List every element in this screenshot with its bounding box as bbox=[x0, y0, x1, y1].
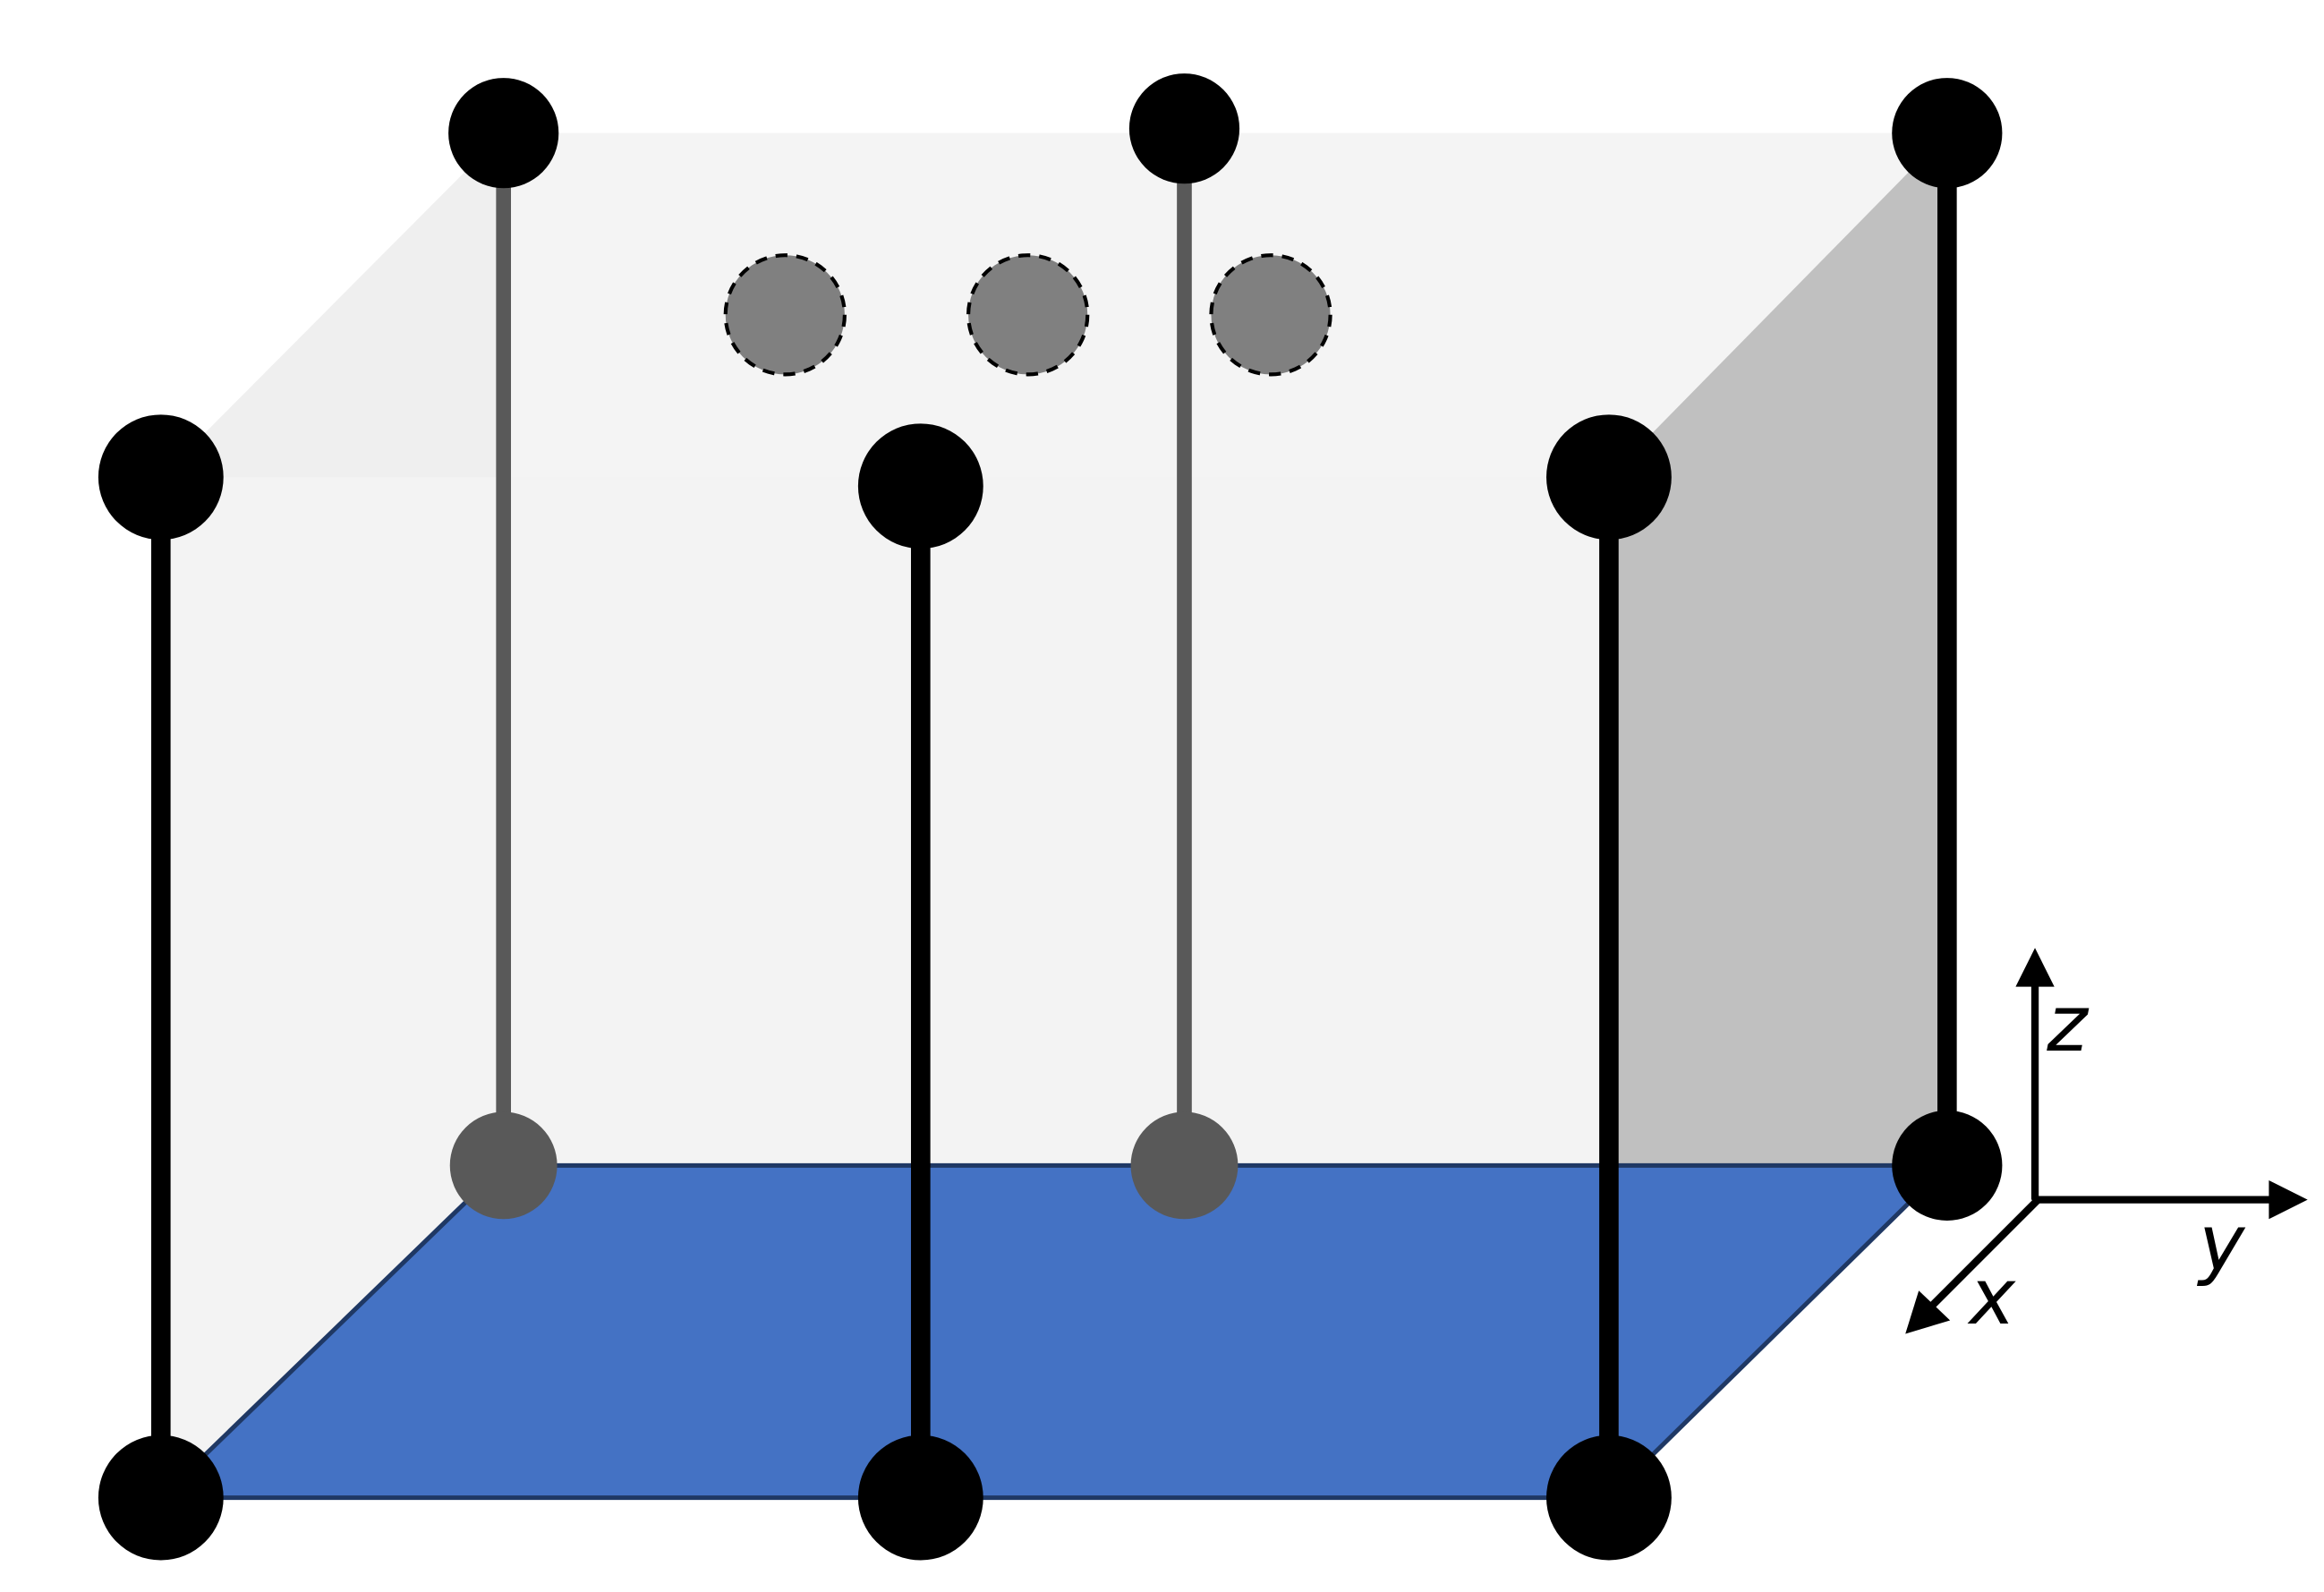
back-right-top-node bbox=[1892, 78, 2003, 189]
z-axis-label: z bbox=[2046, 980, 2089, 1069]
back-top-node bbox=[448, 78, 559, 189]
axes-triad: z y x bbox=[1905, 948, 2308, 1342]
z-arrowhead bbox=[2015, 948, 2055, 987]
back-bottom-node bbox=[1130, 1111, 1239, 1220]
x-axis-label: x bbox=[1967, 1253, 2016, 1342]
ghost-atom bbox=[723, 253, 847, 377]
back-right-bottom-node bbox=[1892, 1110, 2003, 1221]
y-arrowhead bbox=[2269, 1180, 2308, 1220]
back-top-node bbox=[1128, 73, 1240, 184]
front-bottom-node bbox=[98, 1435, 224, 1561]
x-axis bbox=[1928, 1196, 2041, 1310]
x-arrowhead bbox=[1905, 1290, 1951, 1334]
ghost-atom bbox=[1209, 253, 1332, 377]
front-top-node bbox=[98, 414, 224, 541]
front-bottom-node bbox=[857, 1435, 983, 1561]
front-top-node bbox=[857, 423, 983, 549]
front-top-node bbox=[1546, 414, 1672, 541]
back-bottom-node bbox=[449, 1111, 558, 1220]
ghost-atom bbox=[966, 253, 1090, 377]
box-right-face bbox=[1608, 132, 1947, 1498]
y-axis-label: y bbox=[2196, 1199, 2246, 1289]
front-bottom-node bbox=[1546, 1435, 1672, 1561]
